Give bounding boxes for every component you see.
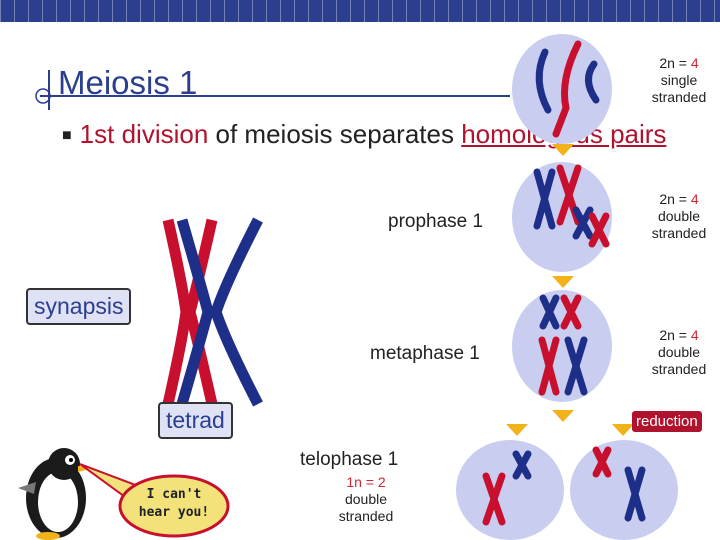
note-interphase: 2n = 4 single stranded — [640, 55, 718, 106]
note-text: stranded — [338, 508, 394, 524]
cell-metaphase — [512, 290, 612, 402]
decorative-top-bar — [0, 0, 720, 22]
bullet-emph: 1st division — [79, 119, 209, 149]
prophase-label: prophase 1 — [388, 211, 484, 232]
note-text: double — [657, 208, 701, 224]
speech-line: hear you! — [138, 505, 210, 520]
note-value: 4 — [690, 191, 699, 207]
crosshair-icon — [35, 88, 51, 104]
note-text: 2n = — [659, 55, 691, 71]
note-text: double — [344, 491, 388, 507]
speech-text: I can't hear you! — [118, 486, 230, 522]
note-value: 4 — [690, 55, 699, 71]
note-text: stranded — [651, 361, 707, 377]
tetrad-label: tetrad — [158, 402, 233, 439]
speech-line: I can't — [146, 487, 202, 502]
note-value: 1n = 2 — [346, 474, 386, 490]
cell-daughter-left — [456, 440, 564, 540]
note-prophase: 2n = 4 double stranded — [640, 191, 718, 242]
telophase-label: telophase 1 — [300, 449, 399, 470]
tetrad-illustration — [162, 217, 263, 407]
note-metaphase: 2n = 4 double stranded — [640, 327, 718, 378]
bullet-square-icon: ■ — [62, 127, 72, 145]
note-text: 2n = — [659, 327, 691, 343]
synapsis-label: synapsis — [26, 288, 132, 325]
note-text: single — [660, 72, 698, 88]
speech-bubble — [80, 463, 230, 538]
note-text: double — [657, 344, 701, 360]
title-crosshair — [48, 70, 50, 110]
note-text: stranded — [651, 89, 707, 105]
penguin-icon — [18, 448, 94, 540]
reduction-badge: reduction — [632, 411, 702, 432]
metaphase-label: metaphase 1 — [370, 343, 480, 364]
note-value: 4 — [690, 327, 699, 343]
note-telophase: 1n = 2 double stranded — [322, 474, 410, 525]
cell-daughter-right — [570, 440, 678, 540]
note-text: stranded — [651, 225, 707, 241]
slide-title: Meiosis 1 — [58, 64, 198, 101]
note-text: 2n = — [659, 191, 691, 207]
title-rule — [40, 95, 510, 97]
bullet-mid: of meiosis separates — [208, 119, 462, 149]
